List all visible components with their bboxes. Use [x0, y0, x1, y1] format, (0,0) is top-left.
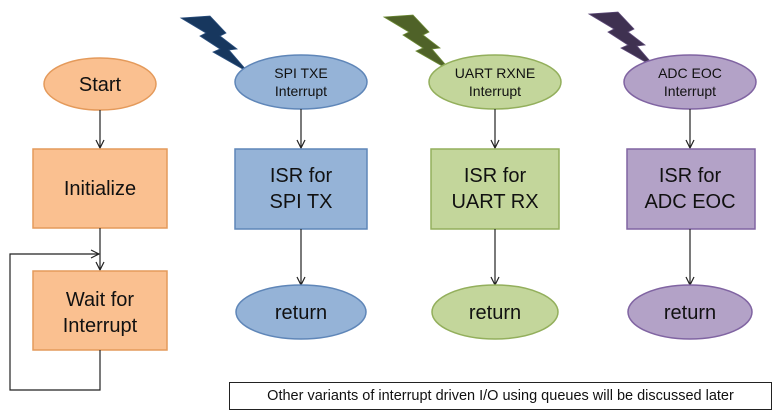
- uart-event-line2: Interrupt: [469, 83, 521, 99]
- uart-return-terminal: [431, 284, 559, 340]
- uart-rxne-interrupt-event: [428, 54, 562, 110]
- spi-event-line1: SPI TXE: [274, 65, 327, 81]
- adc-event-line2: Interrupt: [664, 83, 716, 99]
- lightning-bolt-icon: [179, 15, 249, 73]
- isr-adc-line1: ISR for: [659, 165, 722, 187]
- spi-return-terminal: [235, 284, 367, 340]
- uart-event-line1: UART RXNE: [455, 65, 535, 81]
- spi-event-line2: Interrupt: [275, 83, 327, 99]
- isr-spi-line2: SPI TX: [270, 191, 333, 213]
- adc-eoc-interrupt-event: [623, 54, 757, 110]
- footnote-text: Other variants of interrupt driven I/O u…: [267, 388, 734, 404]
- initialize-label: Initialize: [64, 178, 136, 200]
- isr-column-adc: ADC EOC Interrupt ISR for ADC EOC return: [587, 11, 757, 340]
- isr-column-uart: UART RXNE Interrupt ISR for UART RX retu…: [382, 14, 562, 340]
- footnote-box: Other variants of interrupt driven I/O u…: [229, 382, 772, 410]
- spi-return-label: return: [275, 302, 327, 324]
- isr-adc-line2: ADC EOC: [644, 191, 735, 213]
- isr-column-spi: SPI TXE Interrupt ISR for SPI TX return: [179, 15, 368, 340]
- isr-uart-line2: UART RX: [451, 191, 538, 213]
- wait-label-line1: Wait for: [66, 289, 134, 311]
- start-label: Start: [79, 74, 122, 96]
- isr-spi-line1: ISR for: [270, 165, 333, 187]
- uart-return-label: return: [469, 302, 521, 324]
- lightning-bolt-icon: [382, 14, 452, 72]
- spi-txe-interrupt-event: [234, 54, 368, 110]
- isr-uart-rx-box: [430, 148, 560, 230]
- isr-adc-eoc-box: [626, 148, 756, 230]
- wait-label-line2: Interrupt: [63, 315, 138, 337]
- adc-event-line1: ADC EOC: [658, 65, 722, 81]
- wait-loop-connector: [9, 254, 101, 391]
- initialize-box: [32, 148, 168, 229]
- main-flow: Start Initialize Wait for Interrupt: [9, 57, 168, 391]
- isr-spi-tx-box: [234, 148, 368, 230]
- adc-return-terminal: [627, 284, 753, 340]
- adc-return-label: return: [664, 302, 716, 324]
- lightning-bolt-icon: [587, 11, 657, 69]
- isr-uart-line1: ISR for: [464, 165, 527, 187]
